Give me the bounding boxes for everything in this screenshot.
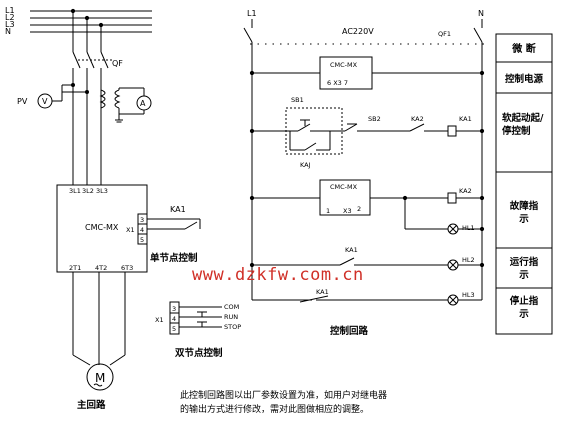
main-circuit-title: 主回路: [77, 399, 106, 411]
note-line-2: 的输出方式进行修改，需对此图做相应的调整。: [180, 403, 369, 415]
terminal-4t2: 4T2: [95, 264, 107, 272]
phase-label-n: N: [5, 27, 11, 36]
ammeter-a: A: [140, 99, 146, 108]
ctrl-cmc1-pins: 6 X3 7: [327, 79, 348, 87]
panel-label-fault: 故障指示: [509, 201, 539, 225]
x1-pin-5: 5: [140, 236, 144, 244]
ctrl-qf1-label: QF1: [438, 30, 451, 38]
ka1-stop-label: KA1: [316, 288, 329, 296]
voltmeter: V PV: [17, 83, 89, 109]
double-node-control: 3 4 5 X1 COM RUN STOP 双节点控制: [155, 301, 241, 359]
terminal-3l3: 3L3: [96, 187, 108, 195]
ctrl-n-label: N: [478, 9, 484, 18]
control-circuit-title: 控制回路: [330, 325, 369, 337]
voltmeter-v: V: [42, 97, 48, 106]
note-line-1: 此控制回路图以出厂参数设置为准，如用户对继电器: [180, 389, 387, 401]
phase-label-l3: L3: [5, 20, 15, 29]
row-fault: CMC-MX 1 X3 2 KA2 HL1: [249, 179, 485, 235]
double-node-title: 双节点控制: [174, 347, 223, 359]
phase-label-l1: L1: [5, 6, 15, 15]
single-node-control-label: 单节点控制: [150, 252, 198, 264]
ka2-contact-label: KA2: [411, 115, 424, 123]
ka2-coil-label: KA2: [459, 187, 472, 195]
ctrl-ac-label: AC220V: [342, 27, 374, 36]
terminal-3l2: 3L2: [82, 187, 94, 195]
row-power: CMC-MX 6 X3 7: [249, 56, 485, 90]
motor: M: [86, 363, 114, 391]
main-breaker-qf: QF: [72, 11, 123, 185]
dn-com: COM: [224, 303, 239, 311]
panel-label-stopped: 停止指示: [509, 296, 539, 320]
ctrl-l1-label: L1: [247, 9, 257, 18]
row-stopped: KA1 HL3: [252, 288, 482, 306]
panel-label-softstart: 软起动起/停控制: [502, 113, 544, 137]
sb1-label: SB1: [291, 96, 304, 104]
ka1-coil-label: KA1: [459, 115, 472, 123]
terminal-3l1: 3L1: [69, 187, 81, 195]
watermark: www.dzkfw.com.cn: [192, 265, 364, 285]
row-running: KA1 HL2: [249, 246, 485, 271]
panel-label-breaker: 微 断: [512, 44, 536, 55]
kaj-label: KAJ: [300, 161, 311, 169]
single-ka1-label: KA1: [170, 205, 186, 214]
motor-m: M: [95, 371, 105, 385]
main-circuit: L1 L2 L3 N QF: [5, 6, 201, 411]
dn-stop: STOP: [224, 323, 241, 331]
x1-pin-4: 4: [140, 226, 144, 234]
dn-x1-label: X1: [155, 316, 164, 324]
hl2-label: HL2: [462, 256, 475, 264]
sb2-label: SB2: [368, 115, 381, 123]
softstarter-box: 3L1 3L2 3L3 CMC-MX 2T1 4T2 6T3 3 4 5 X1 …: [56, 184, 201, 273]
function-panel: [495, 33, 553, 335]
x1-label: X1: [126, 226, 135, 234]
dn-run: RUN: [224, 313, 238, 321]
softstarter-model: CMC-MX: [85, 223, 119, 232]
row-start-stop: SB1 SB2 KA2 KA1 KAJ: [249, 96, 485, 169]
phase-label-l2: L2: [5, 13, 15, 22]
hl1-label: HL1: [462, 224, 475, 232]
ctrl-cmc2-x3: X3: [343, 207, 352, 215]
panel-label-running: 运行指示: [509, 257, 539, 281]
ctrl-cmc2-label: CMC-MX: [330, 183, 358, 191]
dn-pin-3: 3: [172, 305, 176, 313]
ctrl-cmc2-pin1: 1: [326, 207, 330, 215]
terminal-6t3: 6T3: [121, 264, 133, 272]
dn-pin-5: 5: [172, 325, 176, 333]
hl3-label: HL3: [462, 291, 475, 299]
ctrl-cmc1-label: CMC-MX: [330, 61, 358, 69]
terminal-2t1: 2T1: [69, 264, 81, 272]
panel-label-control-power: 控制电源: [504, 74, 543, 85]
control-circuit: L1 N AC220V QF1 CMC-MX 6 X3 7 SB1: [243, 9, 485, 337]
ctrl-cmc2-pin2: 2: [357, 205, 361, 213]
qf-label: QF: [112, 59, 123, 68]
ammeter: A: [99, 87, 152, 123]
ka1-run-label: KA1: [345, 246, 358, 254]
x1-pin-3: 3: [140, 216, 144, 224]
pv-label: PV: [17, 97, 28, 106]
dn-pin-4: 4: [172, 315, 176, 323]
